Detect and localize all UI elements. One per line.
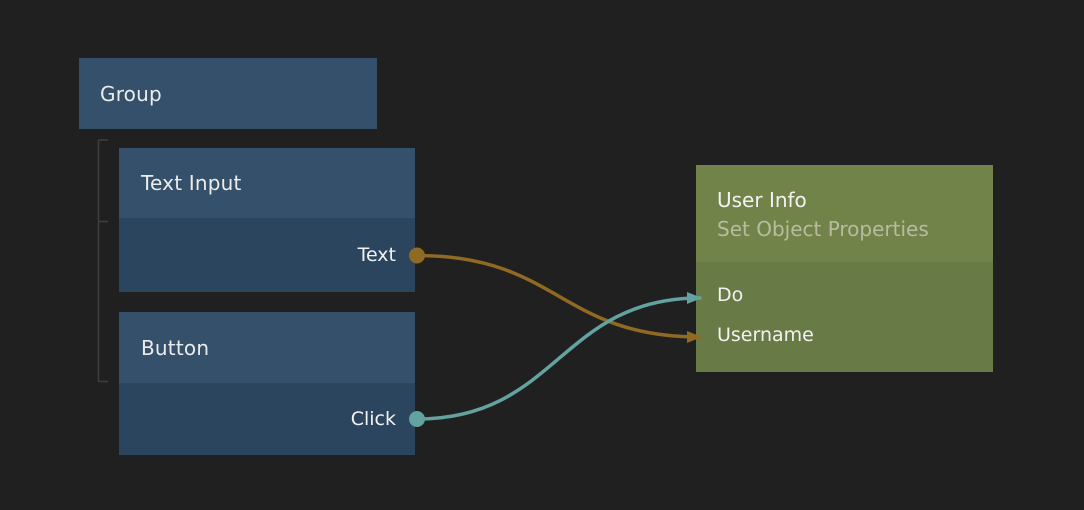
node-text-input[interactable]: Text Input Text (119, 148, 415, 292)
input-port-do-label: Do (717, 284, 744, 306)
node-button[interactable]: Button Click (119, 312, 415, 455)
node-text-input-body: Text (119, 218, 415, 292)
connection-wire-click-to-do[interactable] (415, 292, 702, 421)
output-port-text-label: Text (357, 244, 396, 266)
node-user-info-body: Do Username (696, 262, 993, 372)
connection-wire-text-to-username[interactable] (415, 253, 702, 343)
node-button-body: Click (119, 383, 415, 455)
node-text-input-title: Text Input (141, 171, 242, 195)
input-port-username[interactable]: Username (696, 315, 993, 355)
output-port-click-label: Click (350, 408, 396, 430)
node-user-info-subtitle: Set Object Properties (717, 217, 929, 241)
node-user-info[interactable]: User Info Set Object Properties Do Usern… (696, 165, 993, 372)
node-group-title: Group (100, 81, 162, 106)
node-group[interactable]: Group (79, 58, 377, 129)
input-port-do[interactable]: Do (696, 275, 993, 315)
node-text-input-header[interactable]: Text Input (119, 148, 415, 218)
input-port-username-label: Username (717, 324, 814, 346)
bracket-lines (97, 139, 108, 383)
output-port-click[interactable]: Click (119, 383, 415, 455)
node-user-info-header[interactable]: User Info Set Object Properties (696, 165, 993, 262)
node-user-info-title: User Info (717, 188, 807, 212)
output-port-text[interactable]: Text (119, 218, 415, 292)
node-button-title: Button (141, 335, 210, 360)
node-button-header[interactable]: Button (119, 312, 415, 383)
